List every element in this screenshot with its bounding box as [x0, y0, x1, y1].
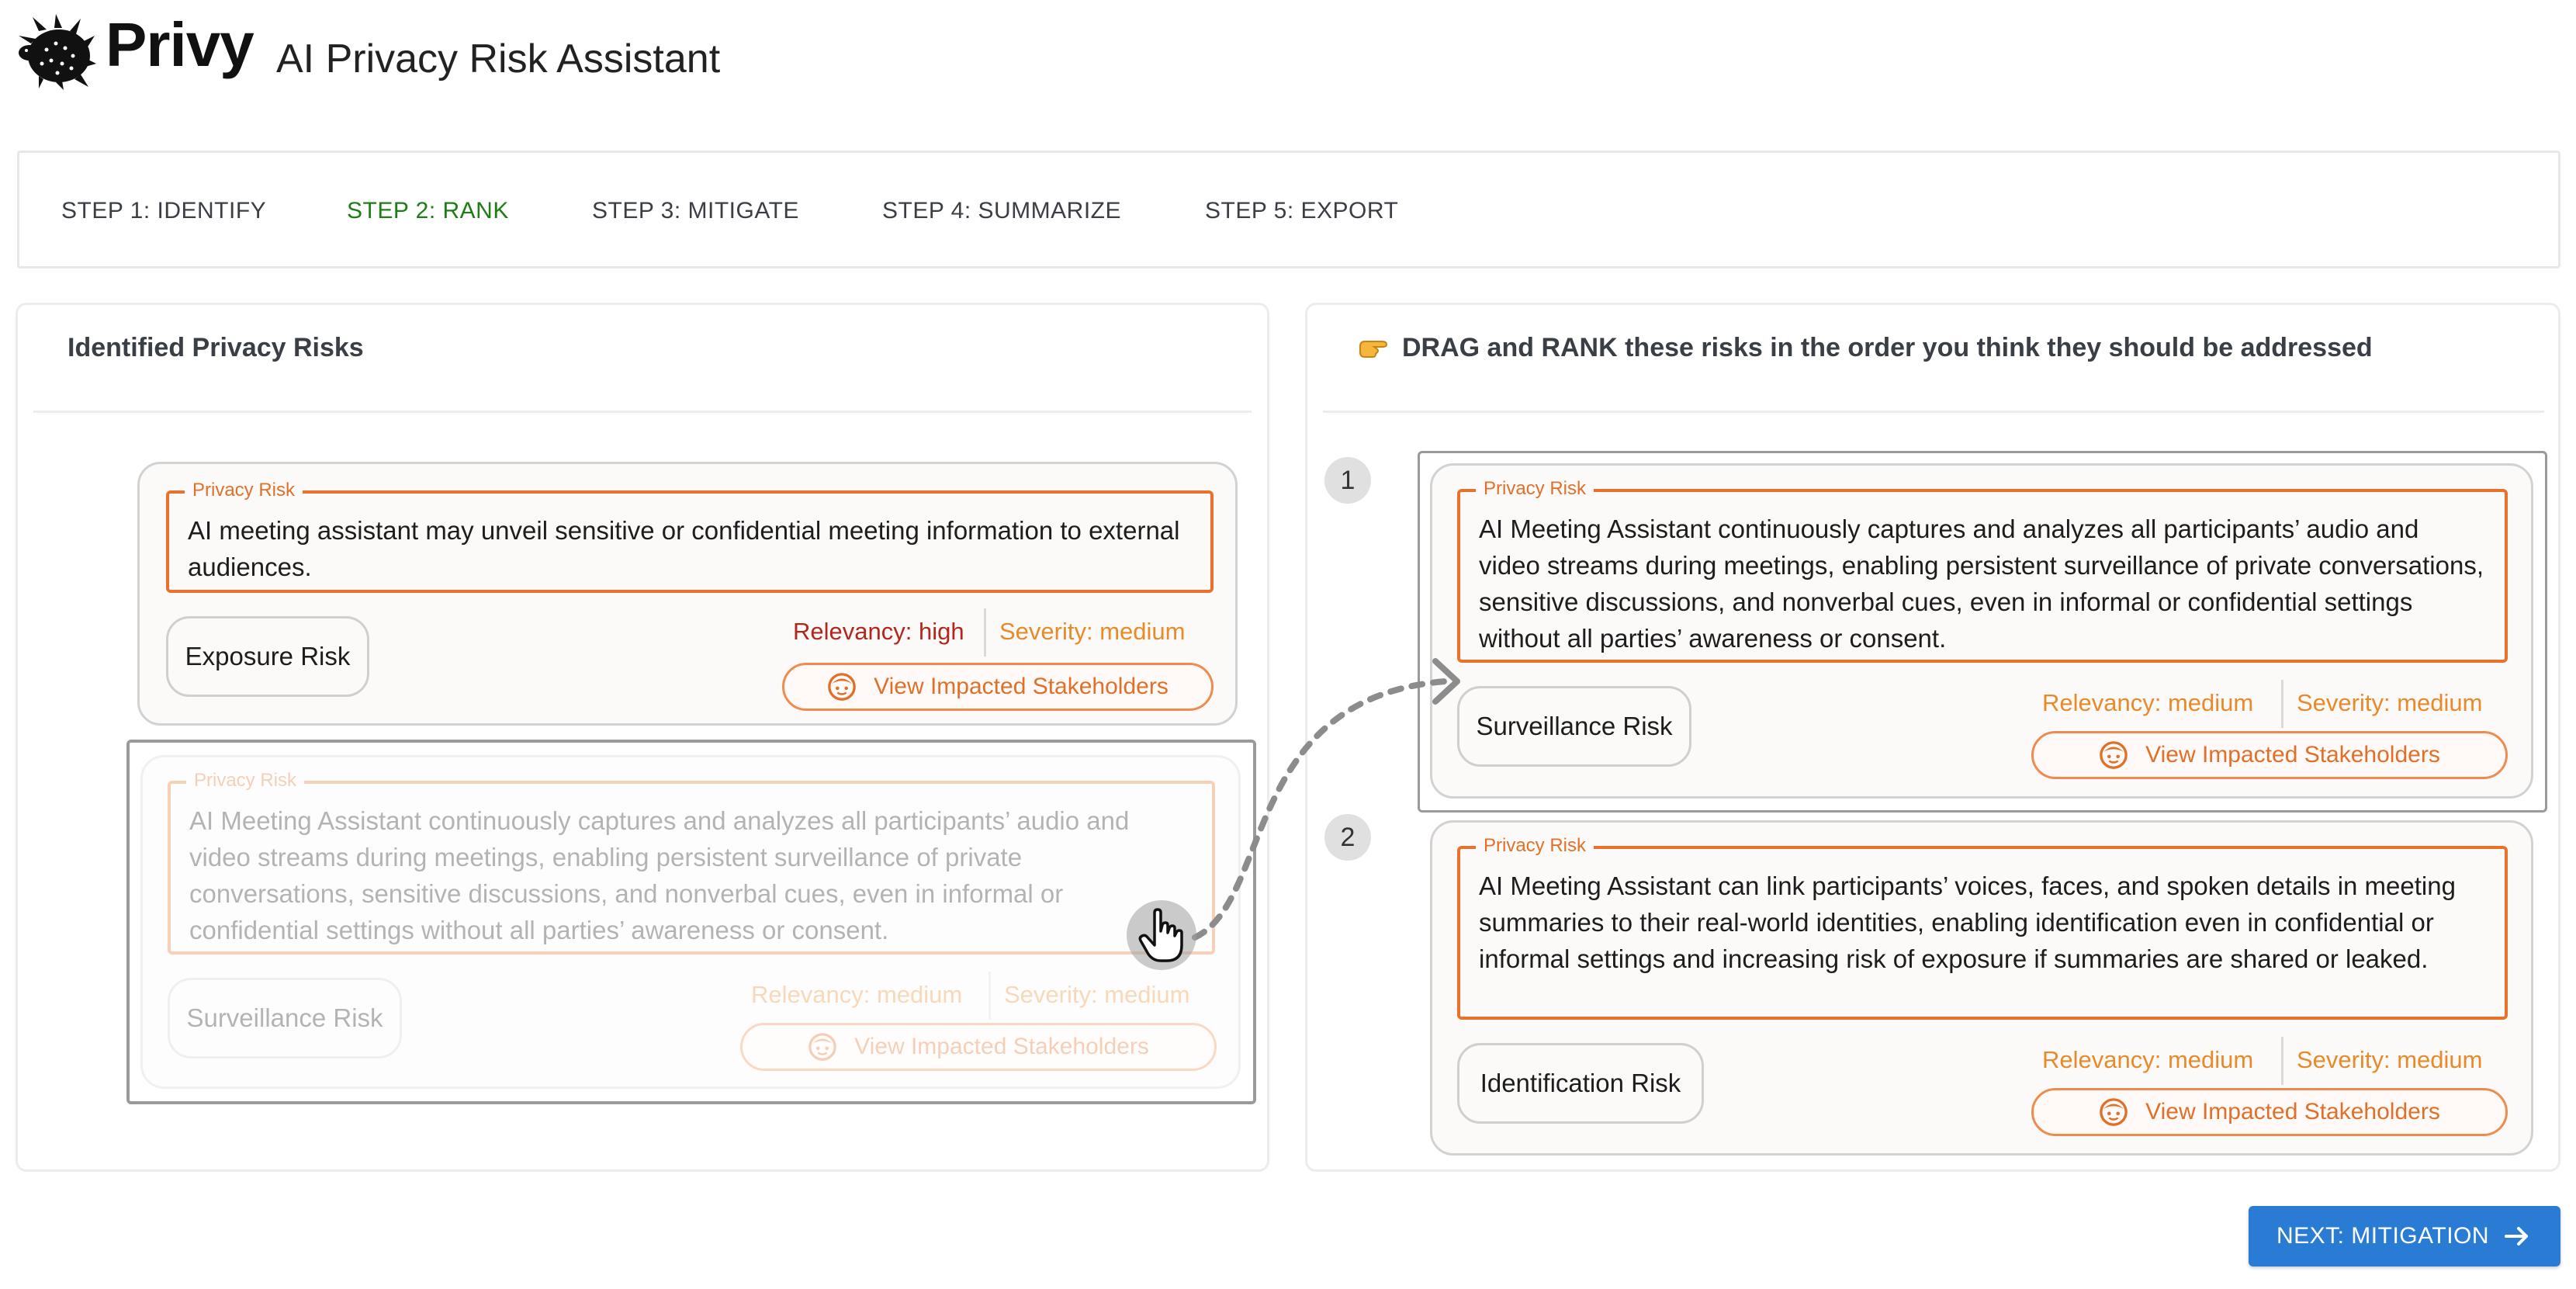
rank-instruction: DRAG and RANK these risks in the order y… — [1359, 333, 2373, 363]
relevancy-label: Relevancy: medium — [751, 981, 963, 1008]
risk-text: AI meeting assistant may unveil sensitiv… — [188, 516, 1180, 581]
meta-separator — [989, 972, 991, 1020]
step-mitigate[interactable]: STEP 3: MITIGATE — [592, 198, 799, 223]
view-stakeholders-label: View Impacted Stakeholders — [854, 1034, 1149, 1059]
relevancy-label: Relevancy: medium — [2042, 1046, 2254, 1073]
meta-separator — [984, 608, 986, 657]
next-button-label: NEXT: MITIGATION — [2276, 1223, 2490, 1249]
hedgehog-logo-icon — [16, 12, 96, 90]
risk-description-box: Privacy Risk AI meeting assistant may un… — [166, 481, 1214, 593]
drag-source-frame — [126, 740, 1256, 1104]
view-stakeholders-button[interactable]: View Impacted Stakeholders — [782, 663, 1214, 711]
risk-category-chip: Exposure Risk — [166, 616, 369, 697]
arrow-right-icon — [2505, 1227, 2529, 1246]
risk-text: AI Meeting Assistant continuously captur… — [189, 806, 1130, 944]
step-rank[interactable]: STEP 2: RANK — [347, 198, 509, 223]
rank-number: 2 — [1324, 814, 1371, 861]
risk-description-box: Privacy Risk AI Meeting Assistant contin… — [1457, 480, 2508, 663]
relevancy-label: Relevancy: high — [793, 618, 964, 645]
risk-description-box: Privacy Risk AI Meeting Assistant contin… — [168, 771, 1215, 955]
next-mitigation-button[interactable]: NEXT: MITIGATION — [2249, 1206, 2560, 1266]
ranked-risk-card[interactable]: Privacy Risk AI Meeting Assistant contin… — [1430, 463, 2533, 799]
panel-title: Identified Privacy Risks — [68, 333, 364, 362]
brand-name: Privy — [106, 10, 254, 79]
pointing-hand-icon — [1359, 340, 1388, 358]
stakeholder-face-icon — [2100, 741, 2128, 769]
severity-label: Severity: medium — [999, 618, 1186, 645]
risk-legend: Privacy Risk — [1476, 480, 1594, 498]
relevancy-label: Relevancy: medium — [2042, 689, 2254, 716]
view-stakeholders-button[interactable]: View Impacted Stakeholders — [2031, 1088, 2508, 1136]
meta-separator — [2281, 1037, 2283, 1085]
risk-card-dragging[interactable]: Privacy Risk AI Meeting Assistant contin… — [140, 755, 1241, 1089]
severity-label: Severity: medium — [2297, 689, 2483, 716]
risk-legend: Privacy Risk — [185, 481, 303, 500]
view-stakeholders-button[interactable]: View Impacted Stakeholders — [740, 1023, 1217, 1071]
drop-target-frame — [1418, 451, 2547, 813]
rank-instruction-text: DRAG and RANK these risks in the order y… — [1402, 333, 2373, 362]
risk-category-chip: Surveillance Risk — [168, 978, 402, 1059]
risk-category-chip: Identification Risk — [1457, 1043, 1704, 1124]
step-navigation: STEP 1: IDENTIFY STEP 2: RANK STEP 3: MI… — [17, 151, 2560, 269]
severity-label: Severity: medium — [2297, 1046, 2483, 1073]
panel-divider — [1323, 411, 2544, 413]
view-stakeholders-label: View Impacted Stakeholders — [874, 674, 1169, 699]
step-identify[interactable]: STEP 1: IDENTIFY — [61, 198, 267, 223]
stakeholder-face-icon — [828, 673, 856, 701]
meta-separator — [2281, 680, 2283, 728]
risk-text: AI Meeting Assistant can link participan… — [1479, 871, 2456, 973]
stakeholder-face-icon — [2100, 1098, 2128, 1126]
risk-legend: Privacy Risk — [1476, 837, 1594, 855]
identified-risks-panel: Identified Privacy Risks Privacy Risk AI… — [16, 303, 1269, 1172]
panel-divider — [33, 411, 1252, 413]
risk-legend: Privacy Risk — [186, 771, 305, 790]
view-stakeholders-label: View Impacted Stakeholders — [2145, 1099, 2440, 1124]
risk-card[interactable]: Privacy Risk AI meeting assistant may un… — [137, 462, 1238, 726]
step-summarize[interactable]: STEP 4: SUMMARIZE — [882, 198, 1122, 223]
hand-cursor-icon — [1138, 908, 1183, 962]
severity-label: Severity: medium — [1004, 981, 1190, 1008]
risk-description-box: Privacy Risk AI Meeting Assistant can li… — [1457, 837, 2508, 1020]
risk-category-chip: Surveillance Risk — [1457, 686, 1691, 767]
step-export[interactable]: STEP 5: EXPORT — [1205, 198, 1399, 223]
stakeholder-face-icon — [808, 1033, 836, 1061]
rank-number: 1 — [1324, 457, 1371, 504]
app-subtitle: AI Privacy Risk Assistant — [276, 36, 721, 81]
ranked-risk-card[interactable]: Privacy Risk AI Meeting Assistant can li… — [1430, 820, 2533, 1156]
view-stakeholders-button[interactable]: View Impacted Stakeholders — [2031, 731, 2508, 779]
risk-text: AI Meeting Assistant continuously captur… — [1479, 515, 2484, 653]
rank-risks-panel: DRAG and RANK these risks in the order y… — [1305, 303, 2560, 1172]
view-stakeholders-label: View Impacted Stakeholders — [2145, 742, 2440, 768]
